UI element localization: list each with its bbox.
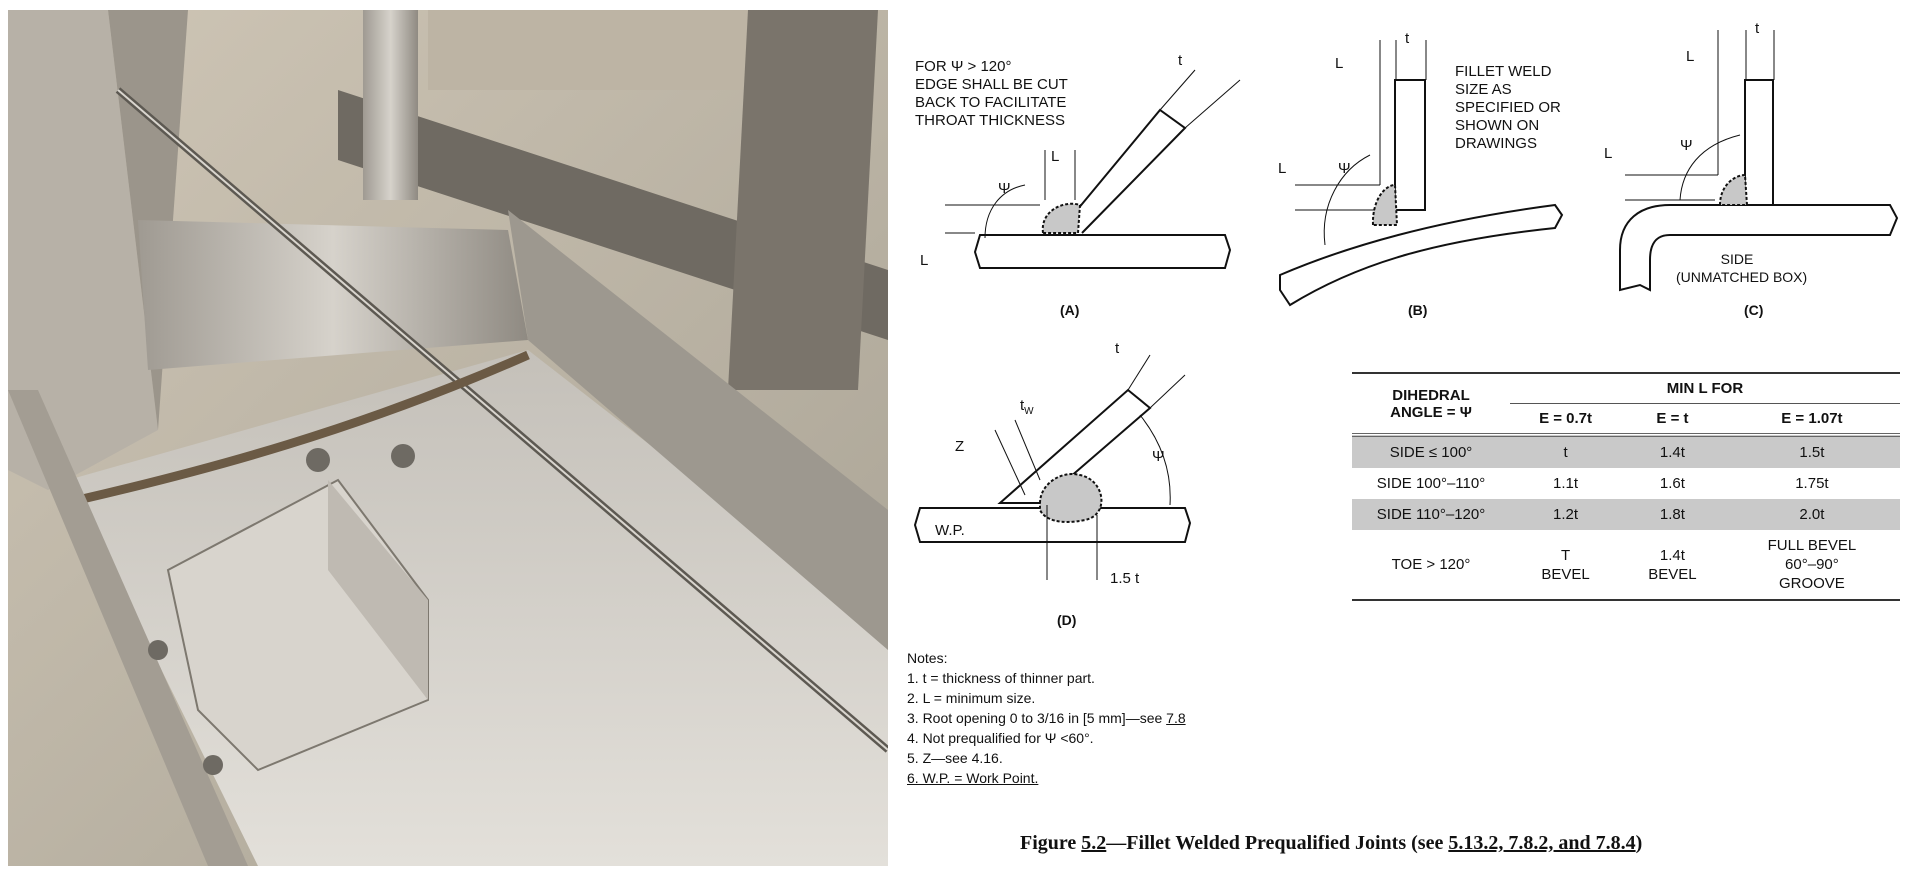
e-107t-header: E = 1.07t bbox=[1723, 403, 1900, 435]
diagram-c-l-side-label: L bbox=[1604, 145, 1613, 162]
note-item: 1. t = thickness of thinner part. bbox=[907, 670, 1095, 686]
diagram-a-note: FOR Ψ > 120° EDGE SHALL BE CUT BACK TO F… bbox=[915, 58, 1068, 129]
table-row: SIDE 100°–110° 1.1t 1.6t 1.75t bbox=[1352, 468, 1900, 499]
value-cell: 1.6t bbox=[1659, 475, 1685, 492]
diagram-a-t-label: t bbox=[1178, 52, 1183, 69]
caption-refs-link[interactable]: 5.13.2, 7.8.2, and 7.8.4 bbox=[1448, 832, 1636, 854]
figure-caption: Figure 5.2—Fillet Welded Prequalified Jo… bbox=[1020, 832, 1643, 854]
diagram-d-drawing bbox=[913, 354, 1192, 580]
note-link-7-8[interactable]: 7.8 bbox=[1166, 710, 1186, 726]
notes-title: Notes: bbox=[907, 650, 948, 666]
angle-cell: SIDE ≤ 100° bbox=[1352, 433, 1510, 468]
table-header-row: DIHEDRAL ANGLE = Ψ MIN L FOR bbox=[1352, 373, 1900, 421]
min-leg-size-table: DIHEDRAL ANGLE = Ψ MIN L FOR E = 0.7t E … bbox=[1352, 372, 1900, 601]
diagram-a-l-side-label: L bbox=[920, 252, 929, 269]
diagram-a-l-top-label: L bbox=[1051, 148, 1060, 165]
diagram-b-t-label: t bbox=[1405, 30, 1410, 47]
diagram-c-side-note: SIDE (UNMATCHED BOX) bbox=[1676, 251, 1808, 285]
diagram-a-drawing bbox=[945, 69, 1241, 269]
note-item: 2. L = minimum size. bbox=[907, 690, 1036, 706]
value-cell: 2.0t bbox=[1723, 499, 1900, 530]
diagram-a-caption: (A) bbox=[1060, 302, 1080, 318]
angle-cell: SIDE 110°–120° bbox=[1352, 499, 1510, 530]
diagram-c-psi-label: Ψ bbox=[1680, 137, 1693, 154]
e-07t-header: E = 0.7t bbox=[1510, 403, 1622, 435]
diagram-d-dim-label: 1.5 t bbox=[1110, 570, 1140, 587]
diagram-c-drawing bbox=[1619, 30, 1899, 292]
e-t-header: E = t bbox=[1621, 403, 1724, 435]
angle-cell: TOE > 120° bbox=[1391, 556, 1471, 573]
diagram-b-psi-label: Ψ bbox=[1338, 160, 1351, 177]
table-subheader-row: E = 0.7t E = t E = 1.07t bbox=[1352, 403, 1900, 435]
diagram-b-l-top-label: L bbox=[1335, 55, 1344, 72]
diagram-c-t-label: t bbox=[1755, 20, 1760, 37]
diagram-a-psi-label: Ψ bbox=[998, 180, 1011, 197]
dihedral-angle-header: DIHEDRAL ANGLE = Ψ bbox=[1390, 386, 1472, 421]
value-cell: 1.8t bbox=[1621, 499, 1724, 530]
note-item: 3. Root opening 0 to 3/16 in [5 mm]—see … bbox=[907, 710, 1186, 726]
value-cell: 1.1t bbox=[1553, 475, 1579, 492]
diagram-d-wp-label: W.P. bbox=[935, 522, 965, 539]
diagram-d-z-label: Z bbox=[955, 438, 965, 455]
min-l-header: MIN L FOR bbox=[1510, 373, 1900, 404]
diagram-d-tw-label: tW bbox=[1020, 397, 1034, 417]
table-row: SIDE 110°–120° 1.2t 1.8t 2.0t bbox=[1352, 499, 1900, 530]
note-item: 4. Not prequalified for Ψ <60°. bbox=[907, 730, 1094, 746]
value-cell: 1.5t bbox=[1723, 433, 1900, 468]
notes-block: Notes: 1. t = thickness of thinner part.… bbox=[907, 648, 1186, 788]
diagram-d-psi-label: Ψ bbox=[1152, 448, 1165, 465]
figure-number-link[interactable]: 5.2 bbox=[1081, 832, 1107, 854]
table-row: SIDE ≤ 100° t 1.4t 1.5t bbox=[1352, 433, 1900, 468]
value-cell: 1.4t bbox=[1621, 433, 1724, 468]
diagram-d-caption: (D) bbox=[1057, 612, 1077, 628]
note-item: 5. Z—see 4.16. bbox=[907, 750, 1003, 766]
value-cell: 1.2t bbox=[1510, 499, 1622, 530]
diagram-b-caption: (B) bbox=[1408, 302, 1428, 318]
value-cell: 1.75t bbox=[1795, 475, 1829, 492]
diagram-c-l-top-label: L bbox=[1686, 48, 1695, 65]
diagram-b-l-side-label: L bbox=[1278, 160, 1287, 177]
welded-frame-photo bbox=[8, 10, 888, 866]
diagram-b-drawing bbox=[1279, 40, 1564, 307]
photo-illustration bbox=[8, 10, 888, 866]
value-cell: t bbox=[1510, 433, 1622, 468]
note-item: 6. W.P. = Work Point. bbox=[907, 770, 1039, 786]
diagram-d-t-label: t bbox=[1115, 340, 1120, 357]
diagram-c-caption: (C) bbox=[1744, 302, 1764, 318]
diagram-b-note: FILLET WELD SIZE AS SPECIFIED OR SHOWN O… bbox=[1455, 63, 1561, 152]
angle-cell: SIDE 100°–110° bbox=[1376, 475, 1486, 492]
